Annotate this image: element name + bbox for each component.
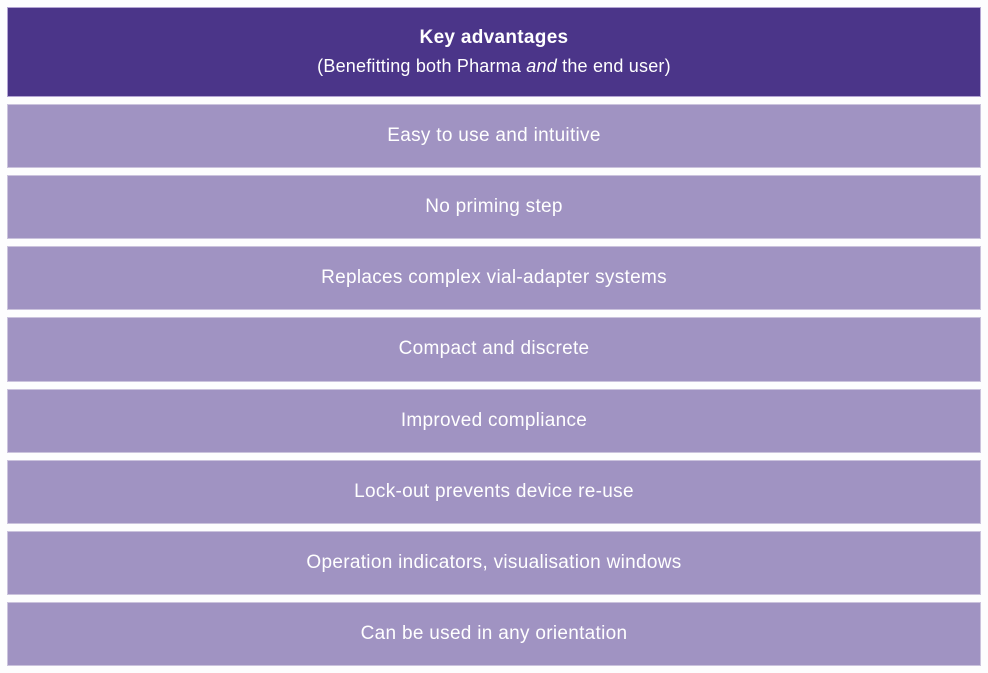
row-label: No priming step [425,196,563,218]
table-row: Easy to use and intuitive [7,104,981,169]
row-label: Easy to use and intuitive [387,125,601,147]
subtitle-suffix: the end user) [562,56,671,76]
table-row: Operation indicators, visualisation wind… [7,530,981,595]
table-row: Replaces complex vial-adapter systems [7,246,981,311]
subtitle-italic-word: and [526,56,557,76]
subtitle-prefix: (Benefitting both Pharma [317,56,522,76]
table-row: Can be used in any orientation [7,601,981,666]
table-row: No priming step [7,175,981,240]
table-subtitle: (Benefitting both Pharma and the end use… [317,56,671,77]
table-row: Lock-out prevents device re-use [7,459,981,524]
row-label: Can be used in any orientation [360,622,628,644]
table-row: Compact and discrete [7,317,981,382]
table-header: Key advantages (Benefitting both Pharma … [7,7,981,97]
table-row: Improved compliance [7,388,981,453]
row-label: Compact and discrete [398,338,590,360]
row-label: Replaces complex vial-adapter systems [321,267,667,289]
table-title: Key advantages [419,27,569,48]
row-label: Improved compliance [400,409,588,431]
row-label: Operation indicators, visualisation wind… [306,551,682,573]
row-label: Lock-out prevents device re-use [354,480,634,502]
